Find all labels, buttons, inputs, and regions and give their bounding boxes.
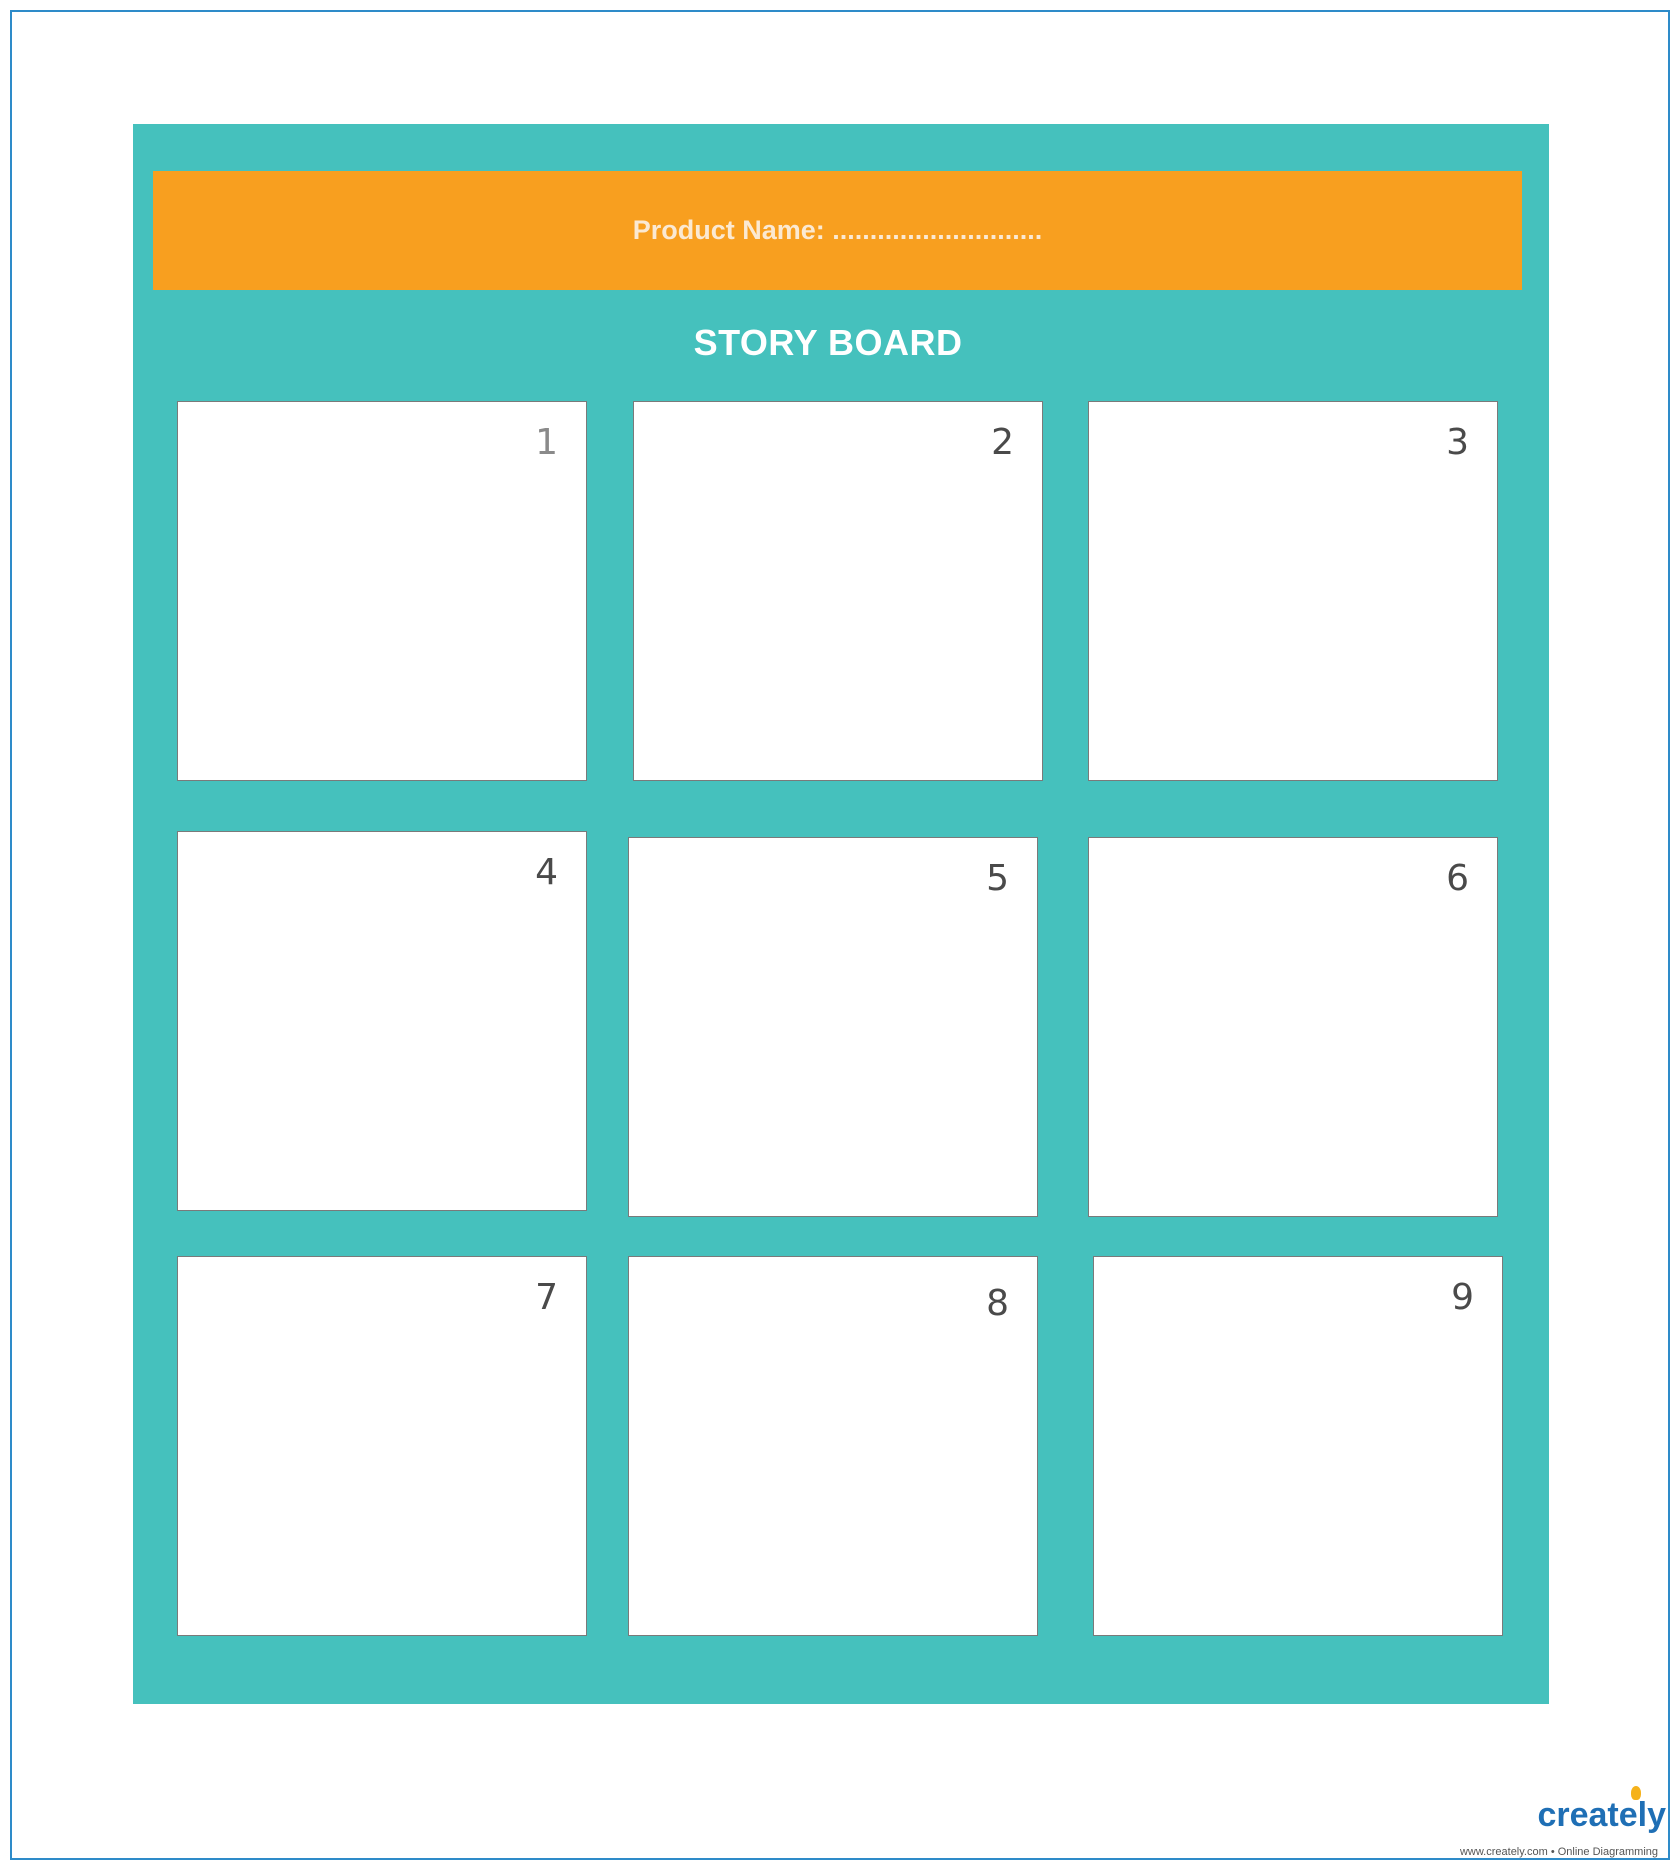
product-name-label: Product Name: ..........................… <box>632 215 1043 245</box>
storyboard-panel-6: 6 <box>1088 837 1498 1217</box>
lightbulb-icon <box>1631 1786 1641 1800</box>
creately-wordmark: creately <box>1537 1796 1666 1834</box>
panel-number-3: 3 <box>1446 422 1469 463</box>
storyboard-panel-5: 5 <box>628 837 1038 1217</box>
storyboard-title: STORY BOARD <box>693 322 963 363</box>
page-frame <box>10 10 1670 1860</box>
panel-number-9: 9 <box>1451 1277 1474 1318</box>
panel-number-6: 6 <box>1446 858 1469 899</box>
panel-number-8: 8 <box>986 1283 1009 1324</box>
panel-number-5: 5 <box>986 858 1009 899</box>
storyboard-panel-8: 8 <box>628 1256 1038 1636</box>
panel-number-2: 2 <box>991 422 1014 463</box>
storyboard-panel-7: 7 <box>177 1256 587 1636</box>
creately-logo: creately www.creately.com • Online Diagr… <box>1436 1786 1666 1858</box>
creately-tagline: www.creately.com • Online Diagramming <box>1459 1846 1658 1858</box>
panel-number-1: 1 <box>535 422 558 463</box>
storyboard-panel-4: 4 <box>177 831 587 1211</box>
panel-number-7: 7 <box>535 1277 558 1318</box>
storyboard-panel-2: 2 <box>633 401 1043 781</box>
storyboard-panel-9: 9 <box>1093 1256 1503 1636</box>
storyboard-panel-3: 3 <box>1088 401 1498 781</box>
panel-number-4: 4 <box>535 852 558 893</box>
storyboard-panel-1: 1 <box>177 401 587 781</box>
product-name-banner: Product Name: ..........................… <box>153 171 1522 290</box>
